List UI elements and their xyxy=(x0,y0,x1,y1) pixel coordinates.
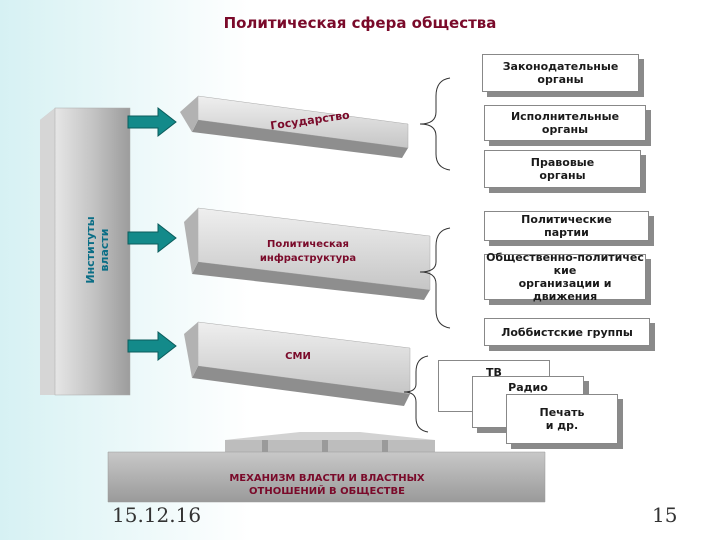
box-legal-bodies: Правовые органы xyxy=(484,150,641,188)
mechanism-base xyxy=(107,432,546,503)
box-executive-bodies: Исполнительные органы xyxy=(484,105,646,141)
box-public-organizations: Общественно-политичес кие организации и … xyxy=(484,251,646,303)
slab-label-media: СМИ xyxy=(285,351,311,362)
pillar-label: Институты власти xyxy=(68,180,128,320)
box-lobby-groups: Лоббистские группы xyxy=(484,318,650,346)
pillar-label-text: Институты власти xyxy=(84,216,111,284)
arrow-media xyxy=(127,330,177,362)
institutions-pillar xyxy=(40,107,131,396)
slab-label-infrastructure: Политическая инфраструктура xyxy=(259,239,357,264)
box-print: Печать и др. xyxy=(506,394,618,444)
footer-date: 15.12.16 xyxy=(112,503,202,527)
arrow-state xyxy=(127,106,177,138)
mechanism-label: МЕХАНИЗМ ВЛАСТИ И ВЛАСТНЫХ ОТНОШЕНИЙ В О… xyxy=(229,473,425,497)
brace-infrastructure xyxy=(419,227,451,329)
arrow-infrastructure xyxy=(127,222,177,254)
brace-media xyxy=(403,355,429,433)
brace-state xyxy=(419,77,451,171)
slab-infrastructure xyxy=(184,207,431,300)
page-title: Политическая сфера общества xyxy=(223,14,497,32)
slab-state xyxy=(180,95,409,158)
page-number: 15 xyxy=(652,503,678,527)
box-legislative-bodies: Законодательные органы xyxy=(482,54,639,92)
box-political-parties: Политические партии xyxy=(484,211,649,241)
slab-media xyxy=(184,321,411,406)
